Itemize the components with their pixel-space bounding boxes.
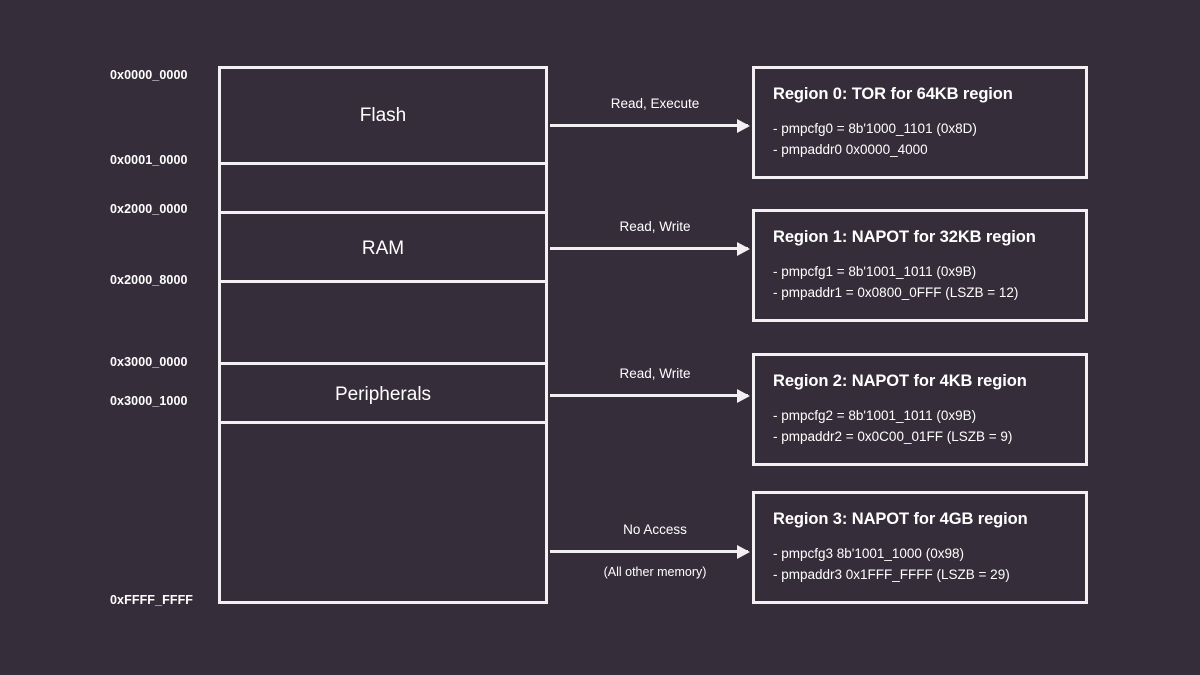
region-box-2: Region 2: NAPOT for 4KB region - pmpcfg2… bbox=[752, 353, 1088, 466]
region-2-detail-list: - pmpcfg2 = 8b'1001_1011 (0x9B) - pmpadd… bbox=[773, 406, 1067, 448]
address-label-0xFFFF_FFFF: 0xFFFF_FFFF bbox=[110, 593, 194, 607]
arrow-label-no-access: No Access bbox=[623, 522, 687, 537]
region-0-detail-list: - pmpcfg0 = 8b'1000_1101 (0x8D) - pmpadd… bbox=[773, 119, 1067, 161]
address-label-0x0000_0000: 0x0000_0000 bbox=[110, 68, 188, 82]
memory-map-divider-5 bbox=[221, 421, 545, 424]
memory-map-block: Flash RAM Peripherals bbox=[218, 66, 548, 604]
memory-map-divider-1 bbox=[221, 162, 545, 165]
region-2-pmpcfg-line: - pmpcfg2 = 8b'1001_1011 (0x9B) bbox=[773, 407, 977, 423]
region-0-pmpcfg-line: - pmpcfg0 = 8b'1000_1101 (0x8D) bbox=[773, 120, 977, 136]
arrow-line-region-2 bbox=[550, 394, 748, 397]
region-box-3: Region 3: NAPOT for 4GB region - pmpcfg3… bbox=[752, 491, 1088, 604]
region-box-1: Region 1: NAPOT for 32KB region - pmpcfg… bbox=[752, 209, 1088, 322]
address-label-0x0001_0000: 0x0001_0000 bbox=[110, 153, 188, 167]
address-label-0x2000_8000: 0x2000_8000 bbox=[110, 273, 188, 287]
region-1-title: Region 1: NAPOT for 32KB region bbox=[773, 228, 1036, 246]
region-0-title: Region 0: TOR for 64KB region bbox=[773, 85, 1013, 103]
region-3-pmpcfg-line: - pmpcfg3 8b'1001_1000 (0x98) bbox=[773, 545, 964, 561]
memory-map-divider-2 bbox=[221, 211, 545, 214]
arrow-line-region-3 bbox=[550, 550, 748, 553]
arrow-line-region-0 bbox=[550, 124, 748, 127]
region-1-pmpcfg-line: - pmpcfg1 = 8b'1001_1011 (0x9B) bbox=[773, 263, 977, 279]
arrow-line-region-1 bbox=[550, 247, 748, 250]
memory-region-label-peripherals: Peripherals bbox=[334, 384, 432, 405]
arrow-label-read-execute: Read, Execute bbox=[610, 96, 700, 111]
address-label-0x2000_0000: 0x2000_0000 bbox=[110, 202, 188, 216]
region-1-detail-list: - pmpcfg1 = 8b'1001_1011 (0x9B) - pmpadd… bbox=[773, 262, 1067, 304]
region-0-pmpaddr-line: - pmpaddr0 0x0000_4000 bbox=[773, 141, 928, 157]
region-3-detail-list: - pmpcfg3 8b'1001_1000 (0x98) - pmpaddr3… bbox=[773, 544, 1067, 586]
arrow-sublabel-all-other-memory: (All other memory) bbox=[603, 565, 707, 579]
region-box-0: Region 0: TOR for 64KB region - pmpcfg0 … bbox=[752, 66, 1088, 179]
region-3-title: Region 3: NAPOT for 4GB region bbox=[773, 510, 1028, 528]
arrow-label-read-write-ram: Read, Write bbox=[619, 219, 691, 234]
region-2-title: Region 2: NAPOT for 4KB region bbox=[773, 372, 1027, 390]
memory-map-divider-3 bbox=[221, 280, 545, 283]
memory-map-divider-4 bbox=[221, 362, 545, 365]
memory-region-label-ram: RAM bbox=[361, 238, 405, 259]
region-1-pmpaddr-line: - pmpaddr1 = 0x0800_0FFF (LSZB = 12) bbox=[773, 284, 1019, 300]
region-3-pmpaddr-line: - pmpaddr3 0x1FFF_FFFF (LSZB = 29) bbox=[773, 566, 1010, 582]
address-label-0x3000_1000: 0x3000_1000 bbox=[110, 394, 188, 408]
address-label-0x3000_0000: 0x3000_0000 bbox=[110, 355, 188, 369]
region-2-pmpaddr-line: - pmpaddr2 = 0x0C00_01FF (LSZB = 9) bbox=[773, 428, 1013, 444]
memory-region-label-flash: Flash bbox=[359, 105, 407, 126]
arrow-label-read-write-peripherals: Read, Write bbox=[619, 366, 691, 381]
